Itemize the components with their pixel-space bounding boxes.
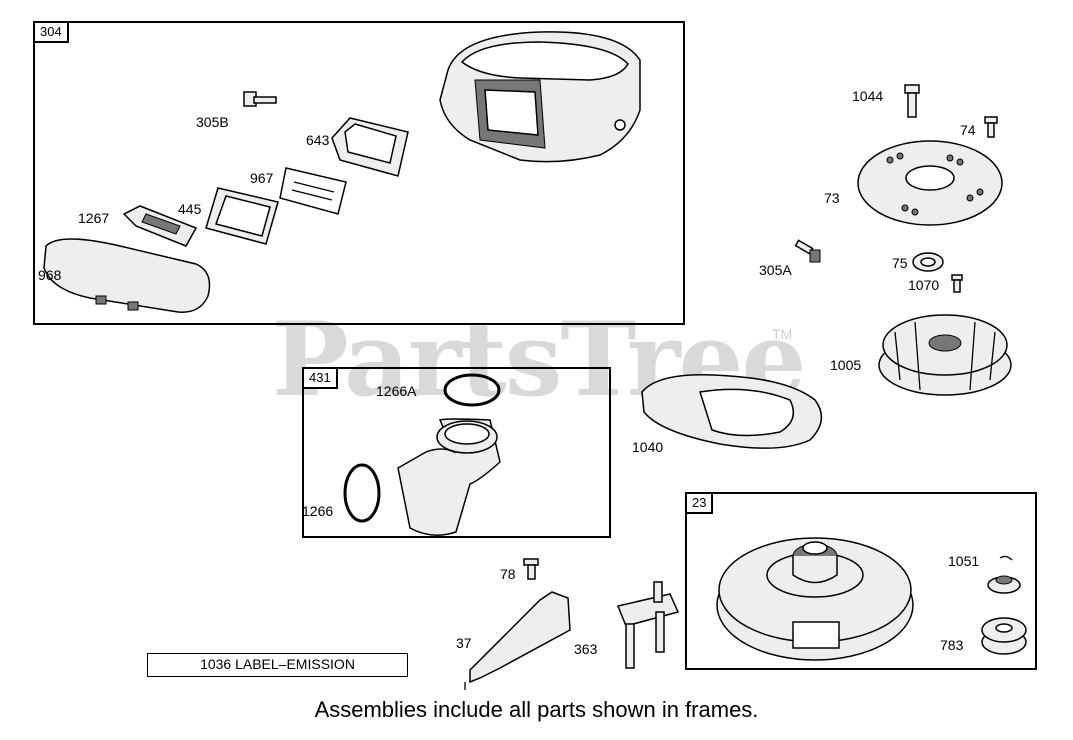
screw-74-part[interactable] xyxy=(984,116,998,138)
emission-label-box[interactable]: 1036 LABEL–EMISSION xyxy=(147,653,408,677)
part-label-1005[interactable]: 1005 xyxy=(830,357,862,373)
cover-968-part[interactable] xyxy=(43,238,211,313)
flywheel-part[interactable] xyxy=(716,537,914,661)
starter-gear-783-part[interactable] xyxy=(981,617,1027,655)
part-label-74[interactable]: 74 xyxy=(960,122,976,138)
o-ring-1266a-part[interactable] xyxy=(443,373,501,407)
assembly-frame-23: 23 xyxy=(685,492,1037,670)
bracket-363-part[interactable] xyxy=(616,581,680,669)
fan-1005-part[interactable] xyxy=(878,314,1012,396)
part-label-1051[interactable]: 1051 xyxy=(948,553,980,569)
part-label-1070[interactable]: 1070 xyxy=(908,277,940,293)
bolt-1044-part[interactable] xyxy=(904,84,920,118)
part-label-445[interactable]: 445 xyxy=(178,201,202,217)
part-label-363[interactable]: 363 xyxy=(574,641,598,657)
part-label-78[interactable]: 78 xyxy=(500,566,516,582)
washer-75-part[interactable] xyxy=(912,252,944,272)
intake-elbow-part[interactable] xyxy=(397,418,501,536)
frame-tag-431: 431 xyxy=(302,367,338,389)
part-label-1266[interactable]: 1266 xyxy=(302,503,334,519)
part-label-1044[interactable]: 1044 xyxy=(852,88,884,104)
part-label-37[interactable]: 37 xyxy=(456,635,472,651)
frame-tag-304: 304 xyxy=(33,21,69,43)
part-label-73[interactable]: 73 xyxy=(824,190,840,206)
baffle-37-part[interactable] xyxy=(464,591,571,690)
o-ring-1266-part[interactable] xyxy=(343,463,381,523)
bolt-305b-part[interactable] xyxy=(243,91,277,107)
part-label-305b[interactable]: 305B xyxy=(196,114,229,130)
part-label-305a[interactable]: 305A xyxy=(759,262,792,278)
part-label-1267[interactable]: 1267 xyxy=(78,210,110,226)
screw-78-part[interactable] xyxy=(523,558,539,580)
rotating-screen-73-part[interactable] xyxy=(857,140,1003,226)
part-label-968[interactable]: 968 xyxy=(38,267,62,283)
screw-1070-part[interactable] xyxy=(951,274,963,293)
blower-housing-part[interactable] xyxy=(439,31,641,163)
label-967-part[interactable] xyxy=(279,167,347,215)
air-cleaner-base-643-part[interactable] xyxy=(331,117,409,177)
part-label-1266a[interactable]: 1266A xyxy=(376,383,417,399)
bolt-305a-part[interactable] xyxy=(794,239,821,263)
assembly-frame-304: 304 xyxy=(33,21,685,325)
part-label-75[interactable]: 75 xyxy=(892,255,908,271)
diagram-caption: Assemblies include all parts shown in fr… xyxy=(314,697,759,722)
part-label-643[interactable]: 643 xyxy=(306,132,330,148)
gasket-1040-part[interactable] xyxy=(641,373,823,449)
part-label-783[interactable]: 783 xyxy=(940,637,964,653)
trademark-mark: TM xyxy=(772,326,793,342)
part-label-967[interactable]: 967 xyxy=(250,170,274,186)
retainer-1051-part[interactable] xyxy=(987,555,1021,594)
air-cleaner-element-1267-part[interactable] xyxy=(122,205,198,247)
frame-tag-23: 23 xyxy=(685,492,714,514)
part-label-1040[interactable]: 1040 xyxy=(632,439,664,455)
assembly-frame-431: 431 xyxy=(302,367,611,538)
air-filter-445-part[interactable] xyxy=(205,187,279,245)
